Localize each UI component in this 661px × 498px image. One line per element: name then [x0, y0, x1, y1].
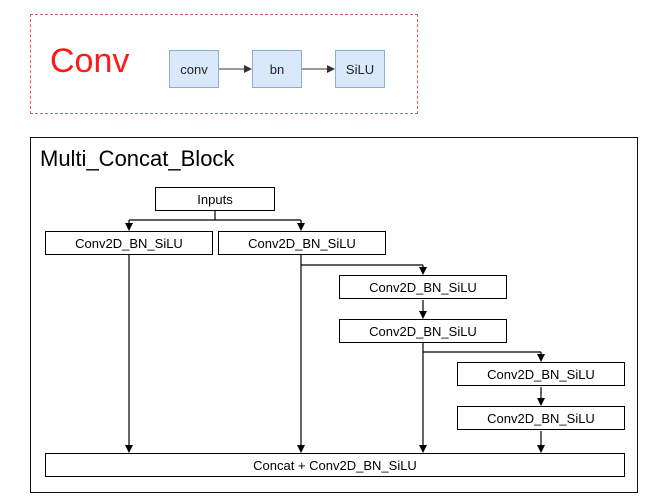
node-concat: Concat + Conv2D_BN_SiLU: [45, 453, 625, 477]
multi-concat-block-title: Multi_Concat_Block: [40, 146, 235, 171]
conv-step-bn: bn: [252, 50, 302, 88]
node-deep-2: Conv2D_BN_SiLU: [457, 406, 625, 430]
node-branch-left: Conv2D_BN_SiLU: [45, 231, 213, 255]
conv-panel: [30, 14, 418, 114]
block-connectors: [125, 211, 545, 453]
conv-step-silu: SiLU: [335, 50, 385, 88]
node-mid-2: Conv2D_BN_SiLU: [339, 319, 507, 343]
node-mid-1: Conv2D_BN_SiLU: [339, 275, 507, 299]
node-inputs: Inputs: [155, 187, 275, 211]
multi-concat-block-panel: [30, 137, 638, 493]
conv-title: Conv: [50, 42, 130, 80]
node-deep-1: Conv2D_BN_SiLU: [457, 362, 625, 386]
conv-step-conv: conv: [169, 50, 219, 88]
node-branch-right: Conv2D_BN_SiLU: [218, 231, 386, 255]
